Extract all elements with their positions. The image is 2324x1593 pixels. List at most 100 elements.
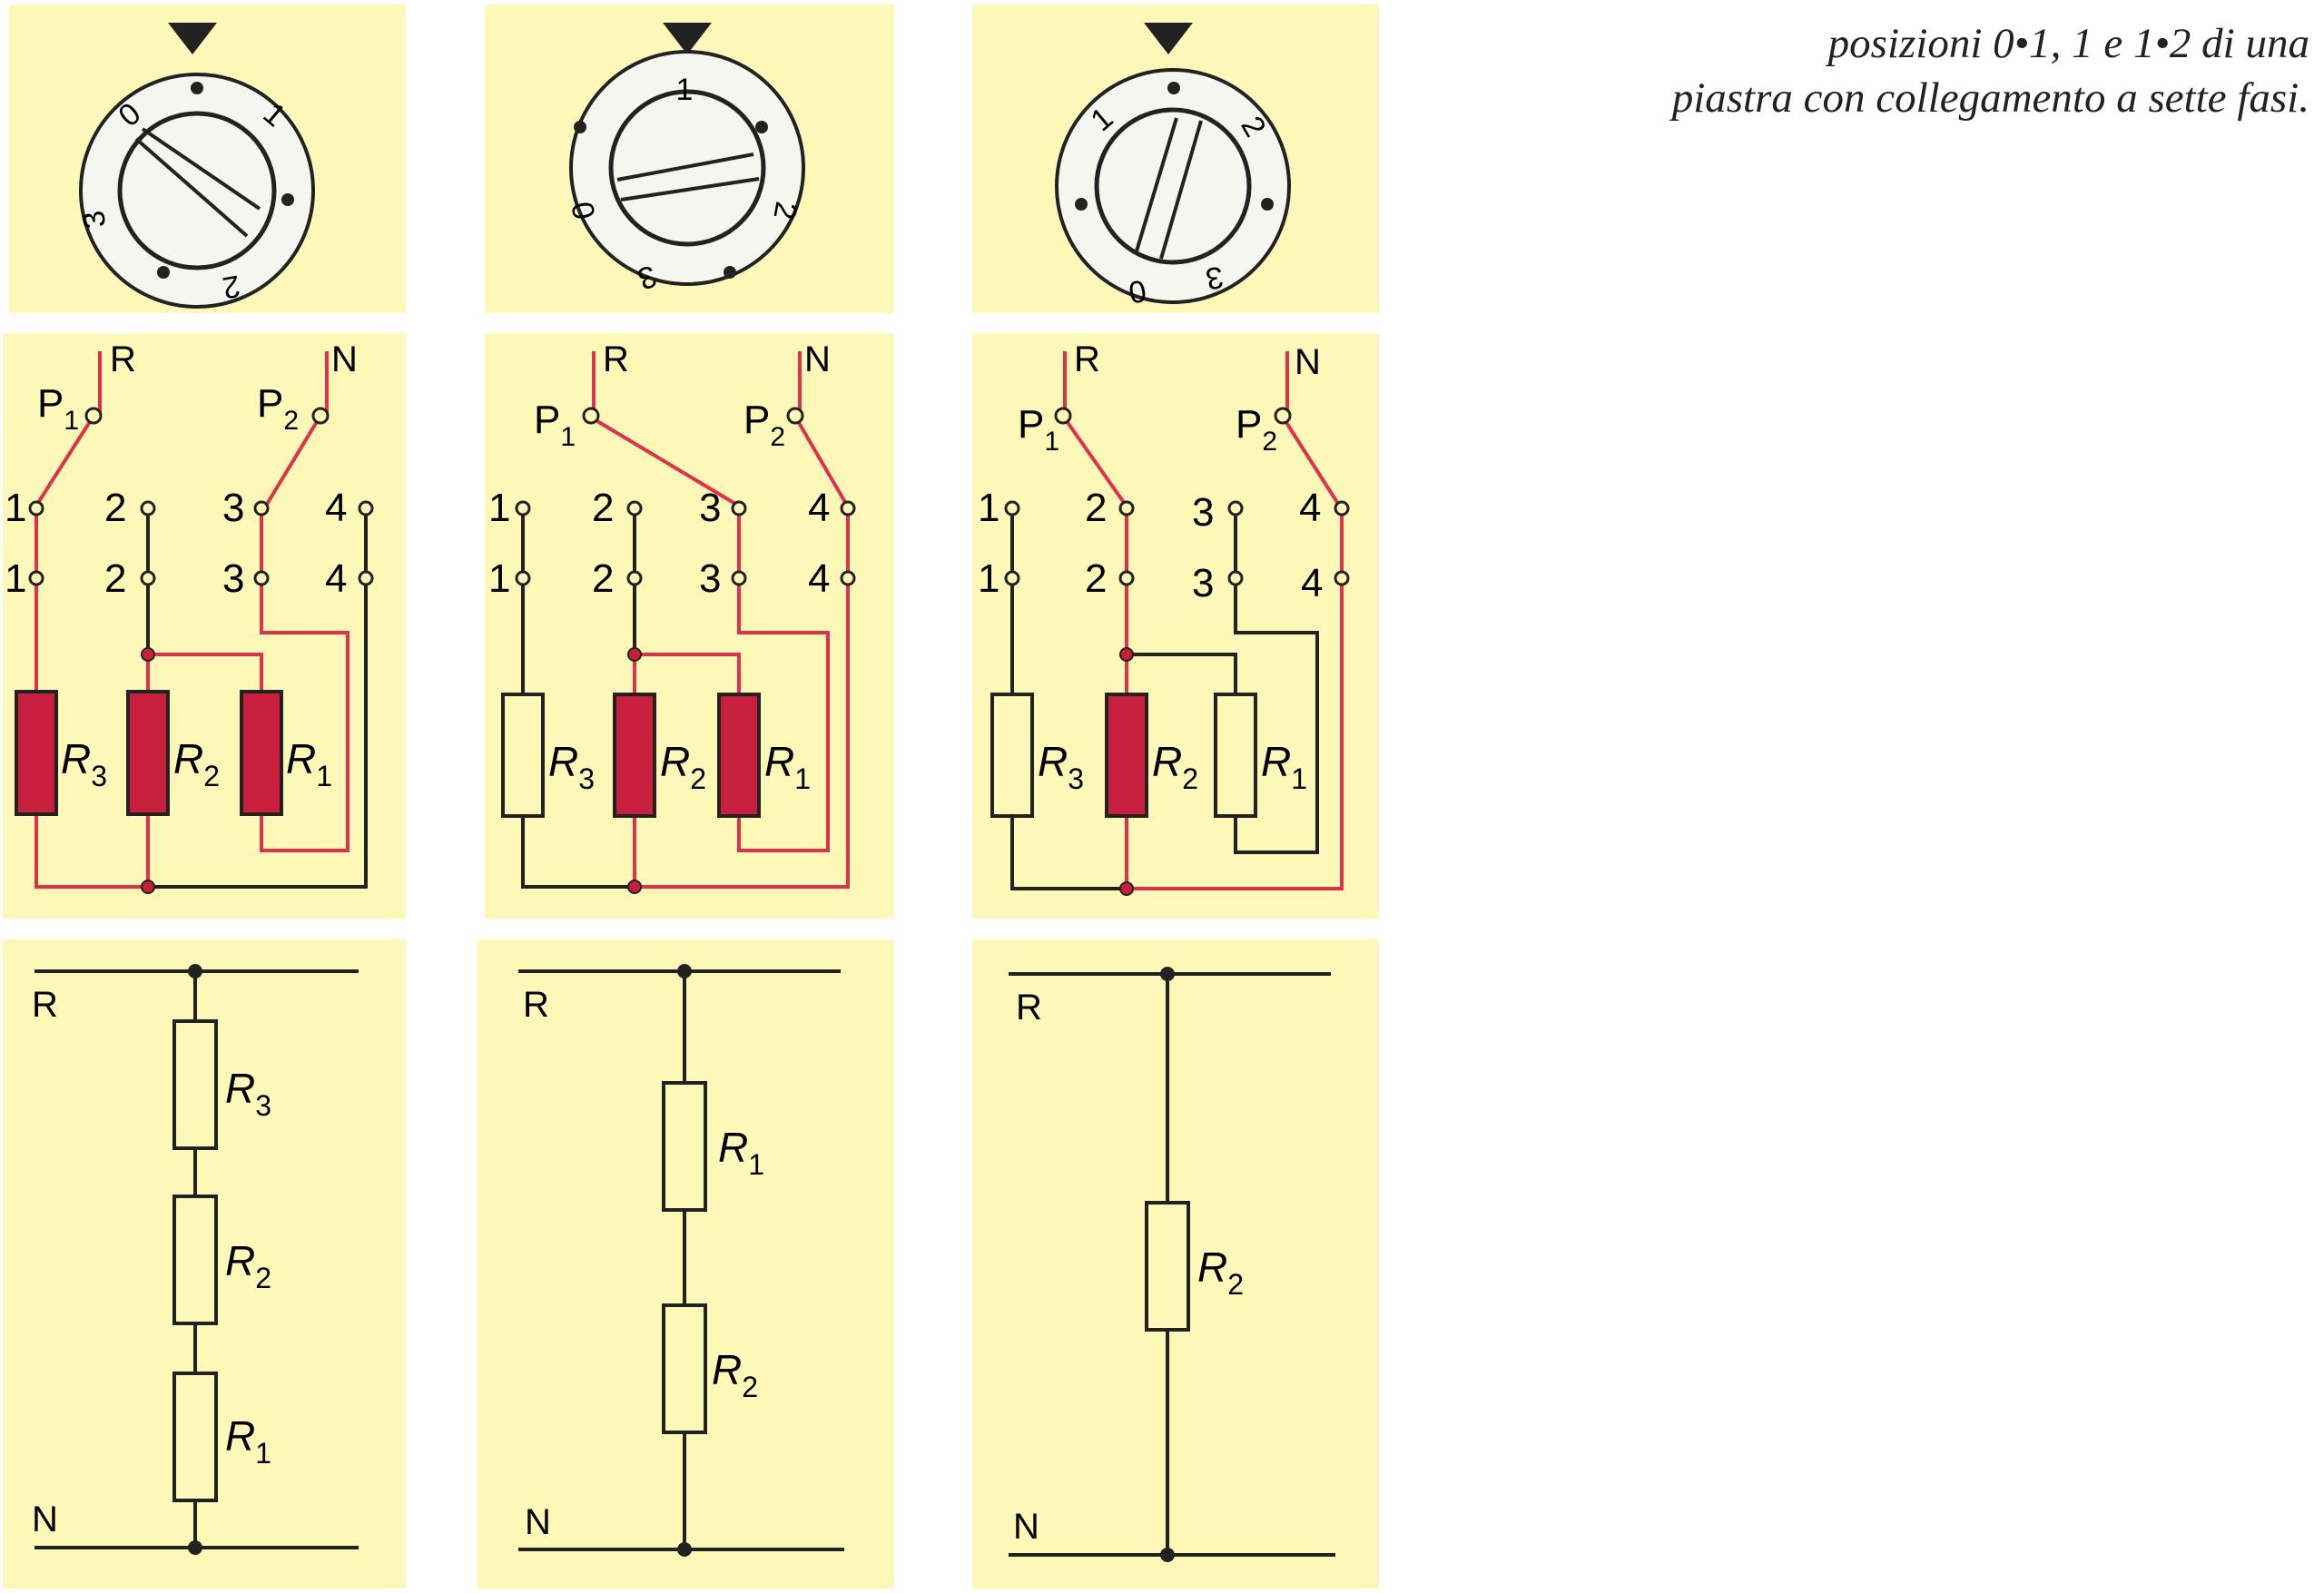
knob-dot	[1261, 198, 1274, 211]
heater-r1	[1214, 693, 1257, 818]
resistor-label-r3: R3	[548, 738, 595, 795]
knob-dot	[1075, 198, 1088, 211]
terminal-label-2: 2	[104, 486, 126, 530]
junction-dot	[1119, 881, 1134, 896]
terminal-rings	[28, 500, 374, 586]
resistor-r2	[172, 1195, 218, 1325]
indicator-arrow-icon	[663, 23, 712, 54]
knob-diagram-3: 1 2 3 0	[1055, 23, 1291, 310]
wiring-panel-pos-1: R N P1 P2 1 2 3 4 1 2 3 4 R3 R2 R1	[485, 333, 894, 919]
terminal-label-1: 1	[5, 486, 26, 530]
caption-line-1: posizioni 0•1, 1 e 1•2 di una	[1827, 20, 2309, 67]
wiring-diagram-3: R N P1 P2 1 2 3 4 1 2 3 4 R3 R2 R1	[978, 339, 1350, 896]
terminal-label-3: 3	[1192, 490, 1214, 535]
resistor-label-r1: R1	[764, 738, 811, 795]
label-r-line: R	[523, 985, 549, 1025]
switch-p2	[1274, 351, 1340, 506]
label-r-line: R	[32, 985, 58, 1025]
switch-p1	[582, 351, 737, 506]
heater-r1	[717, 693, 761, 818]
wiring-panel-pos-0-1: R N P1 P2 1 2 3 4 1 2 3 4 R3 R2 R1	[3, 333, 406, 919]
terminal-label-4: 4	[808, 486, 830, 530]
terminal-label-4: 4	[325, 556, 347, 601]
resistor-label-r2: R2	[1197, 1244, 1244, 1301]
knob-pointer-line	[134, 137, 249, 238]
junction-dot	[188, 1540, 202, 1555]
knob-panel-pos-1-2: 1 2 3 0	[972, 5, 1379, 313]
resistor-label-r2: R2	[1152, 738, 1198, 795]
knob-pointer-line	[616, 152, 754, 182]
wiring-diagram-1: R N P1 P2 1 2 3 4 1 2 3 4 R3 R2 R1	[5, 339, 374, 894]
label-n-line: N	[804, 339, 831, 379]
terminal-label-3: 3	[222, 486, 244, 530]
knob-pointer-line	[1159, 120, 1203, 260]
resistor-r1	[662, 1081, 707, 1212]
resistor-label-r3: R3	[61, 735, 107, 792]
switch-p2	[264, 351, 330, 507]
equivalent-circuit-3: R N R2	[1009, 967, 1335, 1562]
terminal-label-4: 4	[325, 486, 347, 530]
wiring-diagram-2: R N P1 P2 1 2 3 4 1 2 3 4 R3 R2 R1	[488, 339, 856, 894]
terminal-label-1: 1	[978, 486, 1000, 530]
terminal-label-2: 2	[1085, 486, 1107, 530]
terminal-label-3: 3	[699, 486, 721, 530]
resistor-r2	[1145, 1201, 1190, 1332]
resistor-label-r2: R2	[173, 735, 220, 792]
knob-diagram-2: 1 2 3 0	[566, 23, 805, 296]
resistor-label-r1: R1	[718, 1124, 764, 1181]
label-p1: P1	[37, 381, 79, 436]
caption-line-2: piastra con collegamento a sette fasi.	[1671, 74, 2309, 122]
switch-p1	[1054, 351, 1127, 506]
label-n-line: N	[525, 1502, 551, 1542]
terminal-label-4: 4	[1301, 561, 1323, 605]
junction-dot	[141, 647, 155, 662]
knob-inner	[1094, 107, 1252, 265]
resistor-label-r2: R2	[712, 1346, 758, 1403]
terminal-rings	[1004, 500, 1350, 586]
equivalent-panel-pos-0-1: R N R3 R2 R1	[3, 939, 406, 1588]
terminal-label-1: 1	[488, 486, 510, 530]
resistor-label-r1: R1	[225, 1412, 271, 1470]
terminal-label-3: 3	[1192, 561, 1214, 605]
terminal-label-2: 2	[592, 486, 614, 530]
terminal-label-1: 1	[488, 556, 510, 601]
knob-dot	[1167, 82, 1180, 94]
label-r-line: R	[1074, 339, 1100, 379]
equivalent-circuit-1: R N R3 R2 R1	[32, 964, 359, 1555]
label-n-line: N	[32, 1500, 58, 1539]
label-r-line: R	[603, 339, 629, 379]
resistor-label-r2: R2	[225, 1237, 271, 1294]
knob-dot	[755, 121, 768, 133]
knob-pointer-line	[1134, 117, 1178, 255]
junction-dot	[1160, 1548, 1175, 1562]
switch-p2	[786, 351, 848, 506]
knob-dot	[157, 266, 170, 279]
terminal-label-1: 1	[5, 556, 26, 601]
wiring-panel-pos-1-2: R N P1 P2 1 2 3 4 1 2 3 4 R3 R2 R1	[972, 333, 1379, 919]
heater-r1	[240, 690, 283, 816]
label-p1: P1	[1018, 402, 1059, 457]
indicator-arrow-icon	[1144, 23, 1193, 54]
junction-dot	[677, 1542, 692, 1557]
heater-r2	[1105, 693, 1148, 818]
terminal-label-3: 3	[699, 556, 721, 601]
junction-dot	[141, 880, 155, 894]
knob-panel-pos-0-1: 0 1 2 3	[9, 5, 406, 313]
knob-dot	[191, 82, 203, 94]
resistor-label-r3: R3	[225, 1065, 271, 1122]
equivalent-panel-pos-1-2: R N R2	[972, 939, 1379, 1588]
equivalent-circuit-2: R N R1 R2	[518, 964, 844, 1557]
heater-r2	[613, 693, 656, 818]
label-p2: P2	[743, 398, 785, 452]
switch-p1	[34, 351, 103, 507]
resistor-label-r2: R2	[660, 738, 706, 795]
terminal-label-3: 3	[222, 556, 244, 601]
knob-diagram-1: 0 1 2 3	[76, 23, 315, 309]
heater-r2	[126, 690, 170, 816]
terminal-label-2: 2	[1085, 556, 1107, 601]
terminal-label-1: 1	[978, 556, 1000, 601]
label-p1: P1	[534, 398, 576, 452]
terminal-rings	[515, 500, 856, 586]
resistor-label-r1: R1	[1261, 738, 1307, 795]
label-p2: P2	[1236, 402, 1277, 457]
